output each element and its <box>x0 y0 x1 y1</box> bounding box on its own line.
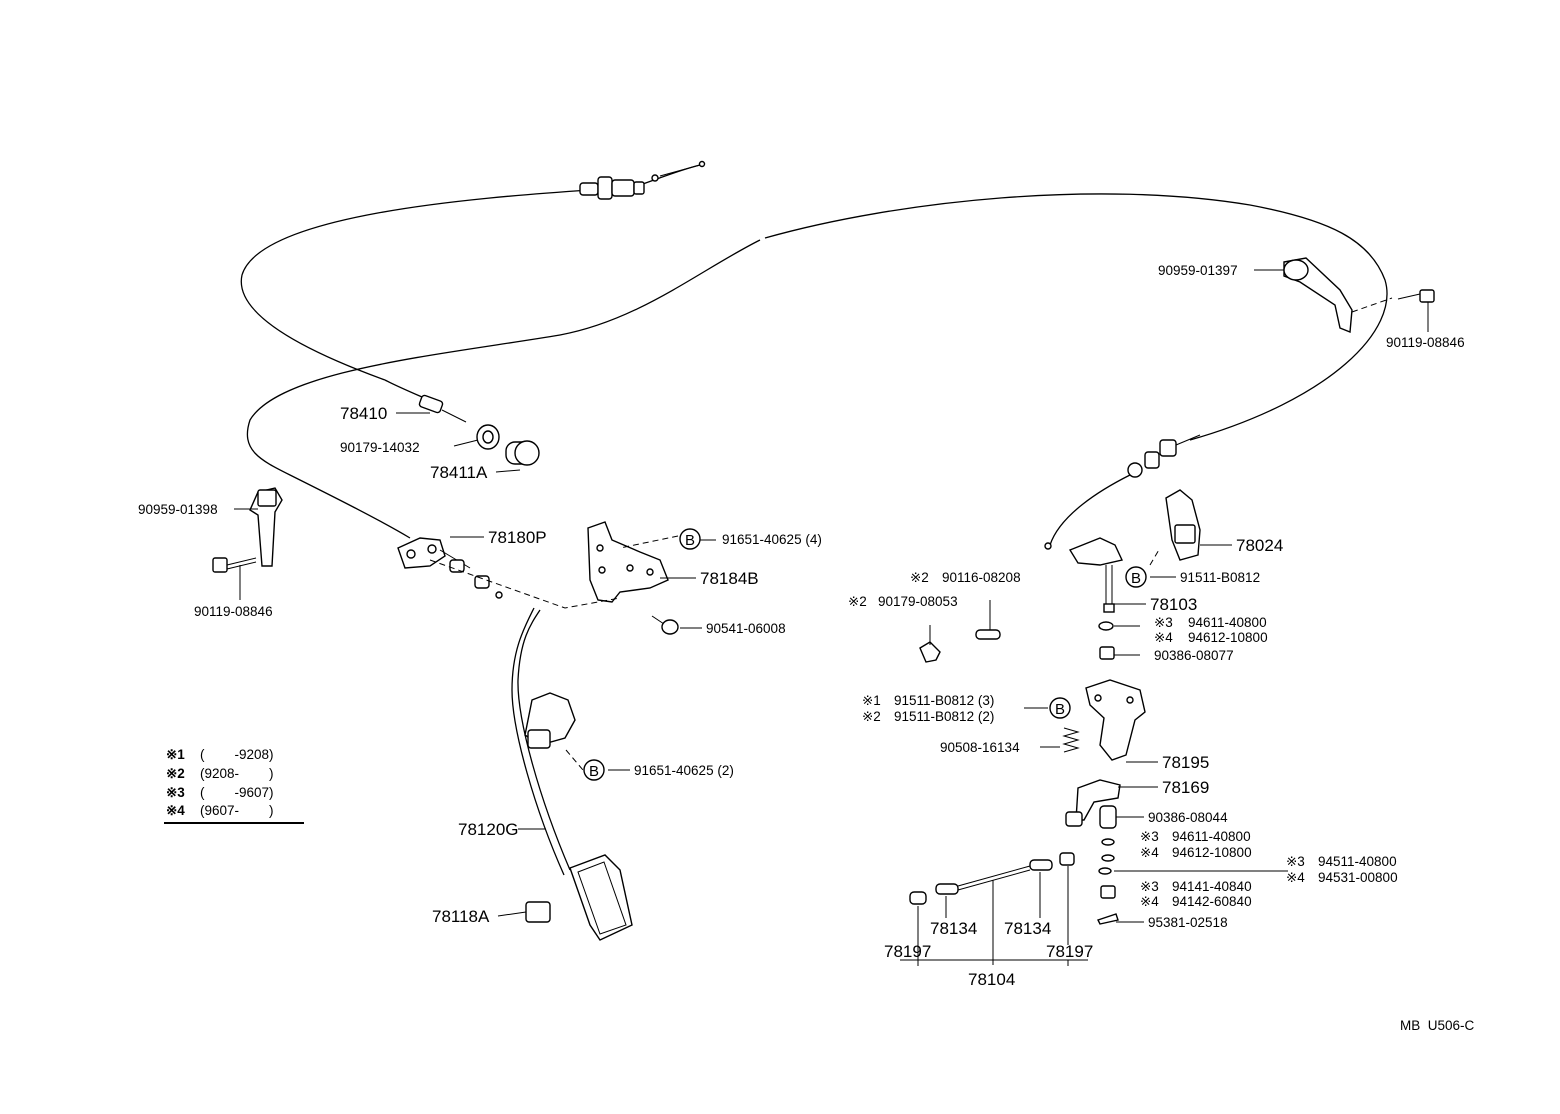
legend-range-4: (9607- ) <box>200 803 274 818</box>
part-90959-01398-clamp <box>249 487 283 567</box>
label-90179-08053: 90179-08053 <box>878 594 958 609</box>
label-94612-10800-b: 94612-10800 <box>1172 845 1252 860</box>
label-78411a: 78411A <box>430 463 488 482</box>
label-78197-right: 78197 <box>1046 942 1093 961</box>
cable-top-fitting <box>579 160 706 200</box>
label-91511-b0812-3: 91511-B0812 (3) <box>894 693 994 708</box>
label-78134-left: 78134 <box>930 919 977 938</box>
bolt-b-marker-3: B <box>1049 697 1071 719</box>
part-90541-06008 <box>651 615 679 635</box>
mark-4-94142: ※4 <box>1140 894 1159 909</box>
bolt-b-marker-1: B <box>679 528 701 550</box>
part-labels: 90959-01397 90119-08846 78410 90179-1403… <box>138 263 1465 989</box>
label-94612-10800-a: 94612-10800 <box>1188 630 1268 645</box>
label-94611-40800-b: 94611-40800 <box>1172 829 1251 844</box>
bolt-b-marker-2: B <box>1125 566 1147 588</box>
part-78024-bracket <box>1165 489 1201 561</box>
part-78195-bracket <box>1085 679 1146 761</box>
label-94511-40800: 94511-40800 <box>1318 854 1397 869</box>
legend-range-2: (9208- ) <box>200 766 274 781</box>
part-78104-rod-assembly <box>909 859 1053 905</box>
label-78024: 78024 <box>1236 536 1283 555</box>
legend-range-1: ( -9208) <box>200 747 274 762</box>
svg-text:B: B <box>1055 701 1065 718</box>
bolt-b-marker-4: B <box>583 759 605 781</box>
label-94142-60840: 94142-60840 <box>1172 894 1252 909</box>
label-78197-left: 78197 <box>884 942 931 961</box>
label-91651-40625-4: 91651-40625 (4) <box>722 532 822 547</box>
label-90119-08846-left: 90119-08846 <box>194 604 273 619</box>
label-78104: 78104 <box>968 970 1015 989</box>
label-94141-40840: 94141-40840 <box>1172 879 1252 894</box>
part-78411a-cap <box>505 440 540 466</box>
mark-3-94511: ※3 <box>1286 854 1305 869</box>
label-90541-06008: 90541-06008 <box>706 621 786 636</box>
label-78120g: 78120G <box>458 820 519 839</box>
mark-4-94612b: ※4 <box>1140 845 1159 860</box>
label-78410: 78410 <box>340 404 387 423</box>
label-91511-b0812-2: 91511-B0812 (2) <box>894 709 994 724</box>
leader-lines <box>234 269 1429 923</box>
label-90386-08077: 90386-08077 <box>1154 648 1234 663</box>
label-90959-01398: 90959-01398 <box>138 502 218 517</box>
label-95381-02518: 95381-02518 <box>1148 915 1228 930</box>
label-78118a: 78118A <box>432 907 490 926</box>
legend-mark-3: ※3 <box>166 785 185 800</box>
mark-2-90116: ※2 <box>910 570 929 585</box>
svg-text:B: B <box>685 532 695 549</box>
part-throttle-lever <box>1068 537 1124 613</box>
label-78103: 78103 <box>1150 595 1197 614</box>
mark-1-91511: ※1 <box>862 693 881 708</box>
svg-text:B: B <box>1131 570 1141 587</box>
part-78120g-pedal-arm <box>511 607 576 876</box>
cable-right-fitting <box>1044 434 1201 550</box>
label-78195: 78195 <box>1162 753 1209 772</box>
part-90119-08846-bolt-right <box>1397 289 1435 303</box>
part-90119-08846-bolt-left <box>212 557 257 573</box>
mark-4-94612a: ※4 <box>1154 630 1173 645</box>
mark-2-90179: ※2 <box>848 594 867 609</box>
mark-3-94611b: ※3 <box>1140 829 1159 844</box>
part-78169-lever <box>1065 779 1121 827</box>
label-90508-16134: 90508-16134 <box>940 740 1020 755</box>
label-94531-00800: 94531-00800 <box>1318 870 1398 885</box>
mark-3-94141: ※3 <box>1140 879 1159 894</box>
part-pedal-pad <box>569 854 633 941</box>
svg-text:B: B <box>589 763 599 780</box>
label-78184b: 78184B <box>700 569 759 588</box>
label-91511-b0812: 91511-B0812 <box>1180 570 1260 585</box>
label-90959-01397: 90959-01397 <box>1158 263 1238 278</box>
legend-mark-2: ※2 <box>166 766 185 781</box>
accelerator-cable <box>240 164 1388 546</box>
mark-4-94531: ※4 <box>1286 870 1305 885</box>
label-91651-40625-2: 91651-40625 (2) <box>634 763 734 778</box>
part-90959-01397-clamp <box>1283 257 1353 333</box>
diagram-code: MB U506-C <box>1400 1018 1475 1033</box>
label-78180p: 78180P <box>488 528 547 547</box>
part-90179-14032-nut <box>476 424 500 450</box>
callout-78104-bracket <box>900 866 1088 966</box>
label-78134-right: 78134 <box>1004 919 1051 938</box>
label-90386-08044: 90386-08044 <box>1148 810 1228 825</box>
legend: ※1 ( -9208) ※2 (9208- ) ※3 ( -9607) ※4 (… <box>164 747 304 824</box>
small-hardware-upper <box>919 600 1115 663</box>
part-90508-16134-spring <box>1062 727 1080 753</box>
legend-mark-4: ※4 <box>166 803 185 818</box>
label-90179-14032: 90179-14032 <box>340 440 420 455</box>
legend-range-3: ( -9607) <box>200 785 274 800</box>
part-78180p-cable-bracket <box>397 537 503 599</box>
mark-3-94611a: ※3 <box>1154 615 1173 630</box>
part-78184b-bracket <box>587 521 669 603</box>
label-78169: 78169 <box>1162 778 1209 797</box>
part-78410-cable-end <box>418 394 467 423</box>
mark-2-91511: ※2 <box>862 709 881 724</box>
label-90119-08846-right: 90119-08846 <box>1386 335 1465 350</box>
legend-mark-1: ※1 <box>166 747 185 762</box>
label-94611-40800-a: 94611-40800 <box>1188 615 1267 630</box>
part-78118a-stopper <box>525 901 551 923</box>
small-hardware-lower <box>1059 805 1119 925</box>
label-90116-08208: 90116-08208 <box>942 570 1021 585</box>
